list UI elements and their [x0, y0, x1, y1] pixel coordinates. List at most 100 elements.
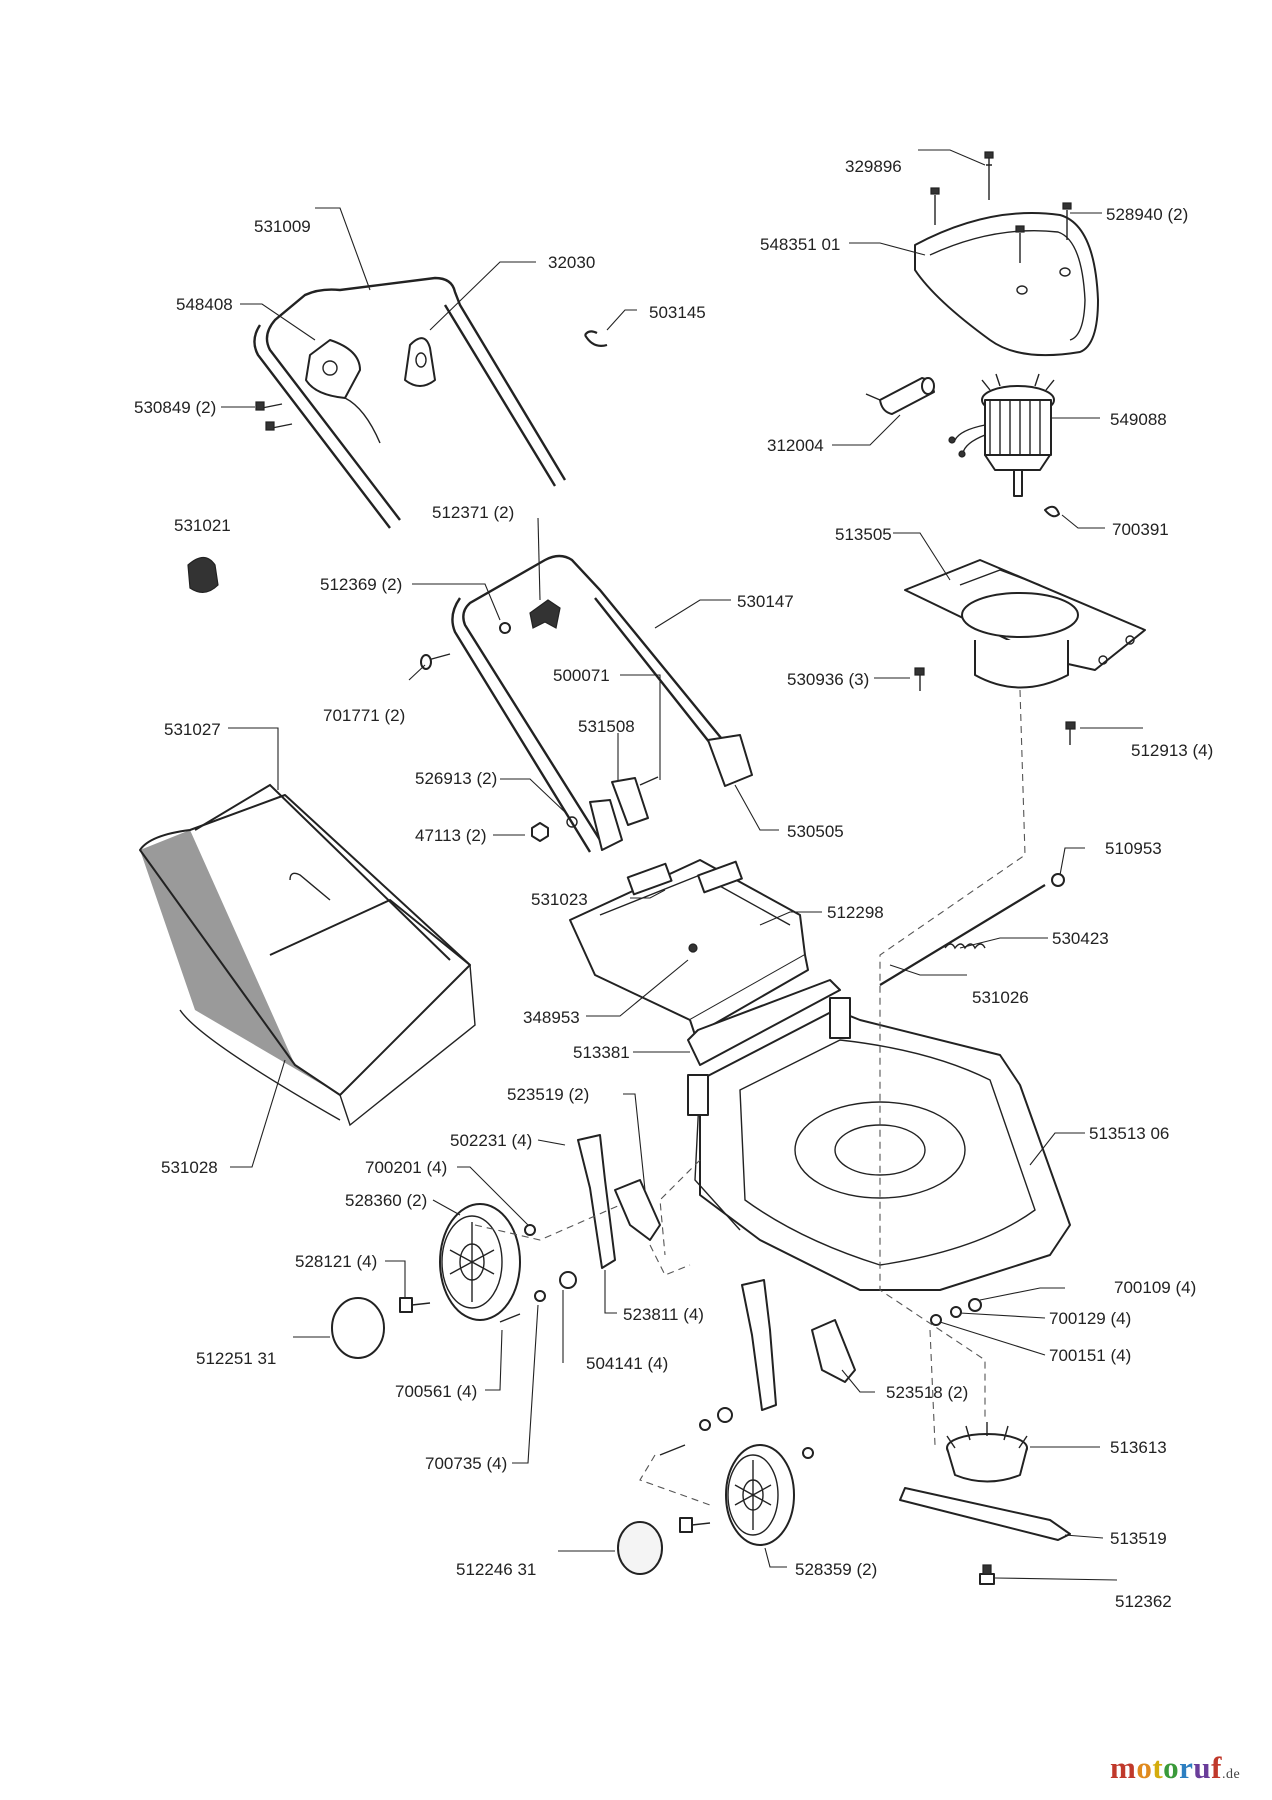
bracket-530505 — [707, 734, 753, 787]
screw-front — [659, 1444, 686, 1456]
axle-bolt-front — [679, 1517, 711, 1533]
label-526913: 526913 (2) — [415, 769, 497, 788]
rear-flap — [569, 859, 809, 1036]
label-523518: 523518 (2) — [886, 1383, 968, 1402]
bolt-701771 — [420, 653, 451, 670]
label-531021: 531021 — [174, 516, 231, 535]
fan — [946, 1422, 1028, 1483]
screws-530849 — [255, 401, 293, 431]
label-528121: 528121 (4) — [295, 1252, 377, 1271]
washer-front-1 — [717, 1407, 733, 1423]
label-700151: 700151 (4) — [1049, 1346, 1131, 1365]
nut-700109 — [968, 1298, 982, 1312]
label-528359: 528359 (2) — [795, 1560, 877, 1579]
label-513505: 513505 — [835, 525, 892, 544]
nut-47113 — [531, 822, 549, 842]
label-701771: 701771 (2) — [323, 706, 405, 725]
label-530423: 530423 — [1052, 929, 1109, 948]
label-512369: 512369 (2) — [320, 575, 402, 594]
label-512246-31: 512246 31 — [456, 1560, 536, 1579]
label-528360: 528360 (2) — [345, 1191, 427, 1210]
label-512371: 512371 (2) — [432, 503, 514, 522]
label-530505: 530505 — [787, 822, 844, 841]
switch-box — [305, 339, 381, 444]
label-531508: 531508 — [578, 717, 635, 736]
label-530936: 530936 (3) — [787, 670, 869, 689]
rear-wheel — [439, 1203, 521, 1321]
spring-and-rod — [879, 884, 1046, 986]
hubcap-front — [617, 1521, 663, 1575]
label-548351-01: 548351 01 — [760, 235, 840, 254]
label-531026: 531026 — [972, 988, 1029, 1007]
label-513613: 513613 — [1110, 1438, 1167, 1457]
label-523519: 523519 (2) — [507, 1085, 589, 1104]
brand-letter: t — [1152, 1750, 1164, 1785]
screw-500071 — [639, 776, 659, 786]
screw-530936 — [914, 667, 925, 691]
label-513513-06: 513513 06 — [1089, 1124, 1169, 1143]
label-531009: 531009 — [254, 217, 311, 236]
washer-700129 — [950, 1306, 962, 1318]
upper-handle — [253, 276, 567, 529]
part-labels: 329896 528940 (2) 548351 01 531009 32030… — [134, 157, 1213, 1611]
hubcap-rear — [331, 1297, 385, 1359]
label-503145: 503145 — [649, 303, 706, 322]
label-312004: 312004 — [767, 436, 824, 455]
assembly-lines — [474, 689, 1026, 1506]
washer-front-3 — [802, 1447, 814, 1459]
label-700561: 700561 (4) — [395, 1382, 477, 1401]
label-504141: 504141 (4) — [586, 1354, 668, 1373]
label-700129: 700129 (4) — [1049, 1309, 1131, 1328]
motor-plate — [904, 559, 1146, 689]
label-531028: 531028 — [161, 1158, 218, 1177]
motor — [948, 373, 1055, 497]
label-548408: 548408 — [176, 295, 233, 314]
label-549088: 549088 — [1110, 410, 1167, 429]
label-530147: 530147 — [737, 592, 794, 611]
label-329896: 329896 — [845, 157, 902, 176]
wing-knob — [529, 599, 561, 629]
label-512362: 512362 — [1115, 1592, 1172, 1611]
height-adjuster-front — [741, 1279, 856, 1411]
knob-531021 — [187, 556, 219, 593]
washer-700735 — [534, 1290, 546, 1302]
label-510953: 510953 — [1105, 839, 1162, 858]
bolt-512369 — [499, 622, 511, 634]
label-513519: 513519 — [1110, 1529, 1167, 1548]
screw-700561 — [499, 1313, 521, 1323]
brand-letter: u — [1193, 1750, 1212, 1785]
capacitor — [865, 377, 935, 415]
mower-deck — [687, 997, 1071, 1291]
brand-letter: o — [1136, 1750, 1153, 1785]
pin-348953 — [688, 943, 698, 953]
label-512251-31: 512251 31 — [196, 1349, 276, 1368]
blade-bolt — [979, 1564, 995, 1585]
label-32030: 32030 — [548, 253, 595, 272]
axle-bolt-rear — [399, 1297, 431, 1313]
cable-hook — [404, 337, 436, 387]
label-700735: 700735 (4) — [425, 1454, 507, 1473]
label-523811: 523811 (4) — [623, 1305, 704, 1324]
brand-suffix: .de — [1222, 1767, 1241, 1782]
brand-logo: motoruf.de — [1110, 1750, 1240, 1786]
screw-512913 — [1065, 721, 1076, 745]
brand-letter: f — [1211, 1750, 1222, 1785]
key-700391 — [1044, 505, 1060, 518]
label-531023: 531023 — [531, 890, 588, 909]
brand-letter: o — [1163, 1750, 1180, 1785]
label-512913: 512913 (4) — [1131, 741, 1213, 760]
clip-503145 — [584, 330, 608, 347]
bracket-531508 — [611, 777, 649, 826]
label-500071: 500071 — [553, 666, 610, 685]
washer-700151 — [930, 1314, 942, 1326]
leader-lines — [221, 149, 1143, 1581]
hinge-513381 — [687, 979, 841, 1066]
label-528940: 528940 (2) — [1106, 205, 1188, 224]
grass-bag — [139, 783, 476, 1127]
washer-504141 — [559, 1271, 577, 1289]
washer-510953 — [1051, 873, 1065, 887]
label-502231: 502231 (4) — [450, 1131, 532, 1150]
height-adjuster-rear — [577, 1134, 661, 1269]
label-531027: 531027 — [164, 720, 221, 739]
